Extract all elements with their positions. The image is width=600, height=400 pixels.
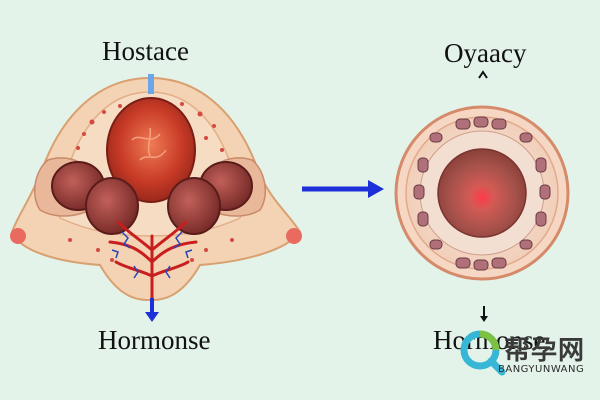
watermark: 帮孕网 BANGYUNWANG: [458, 328, 600, 384]
up-caret-icon: [478, 70, 488, 79]
down-arrow-icon: [145, 298, 159, 322]
label-bottom-left: Hormonse: [98, 325, 211, 355]
label-top-right: Oyaacy: [444, 38, 527, 68]
pelvic-section: [10, 74, 302, 302]
watermark-text-cn: 帮孕网: [504, 336, 586, 366]
ovary-section: [394, 105, 570, 281]
down-arrow-icon: [480, 306, 488, 322]
connector-arrow-icon: [302, 180, 384, 198]
watermark-text-en: BANGYUNWANG: [498, 364, 585, 375]
watermark-logo-icon: [460, 330, 506, 376]
label-top-left: Hostace: [102, 36, 189, 66]
